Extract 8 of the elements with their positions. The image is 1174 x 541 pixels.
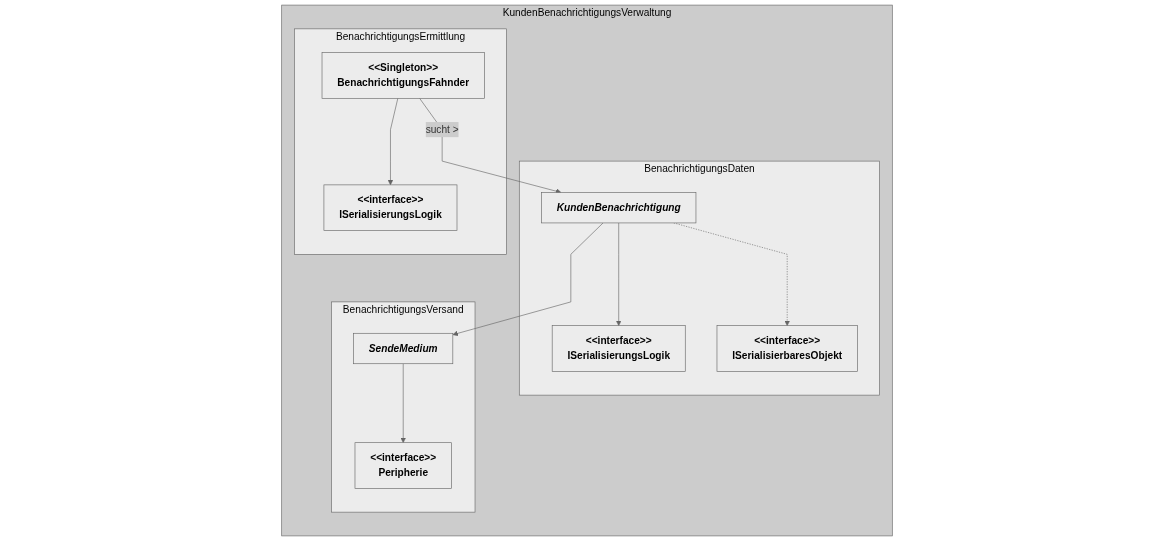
node-box: <<interface>> ISerialisierungsLogik bbox=[551, 325, 686, 372]
node-box: <<Singleton>> BenachrichtigungsFahnder bbox=[321, 52, 485, 99]
node-box: <<interface>> Peripherie bbox=[354, 442, 452, 489]
edge-label: sucht > bbox=[425, 123, 459, 135]
node-box: SendeMedium bbox=[353, 332, 454, 365]
node-box: KundenBenachrichtigung bbox=[541, 192, 697, 224]
node-box: <<interface>> ISerialisierungsLogik bbox=[323, 184, 458, 231]
node-box: <<interface>> ISerialisierbaresObjekt bbox=[716, 325, 858, 372]
